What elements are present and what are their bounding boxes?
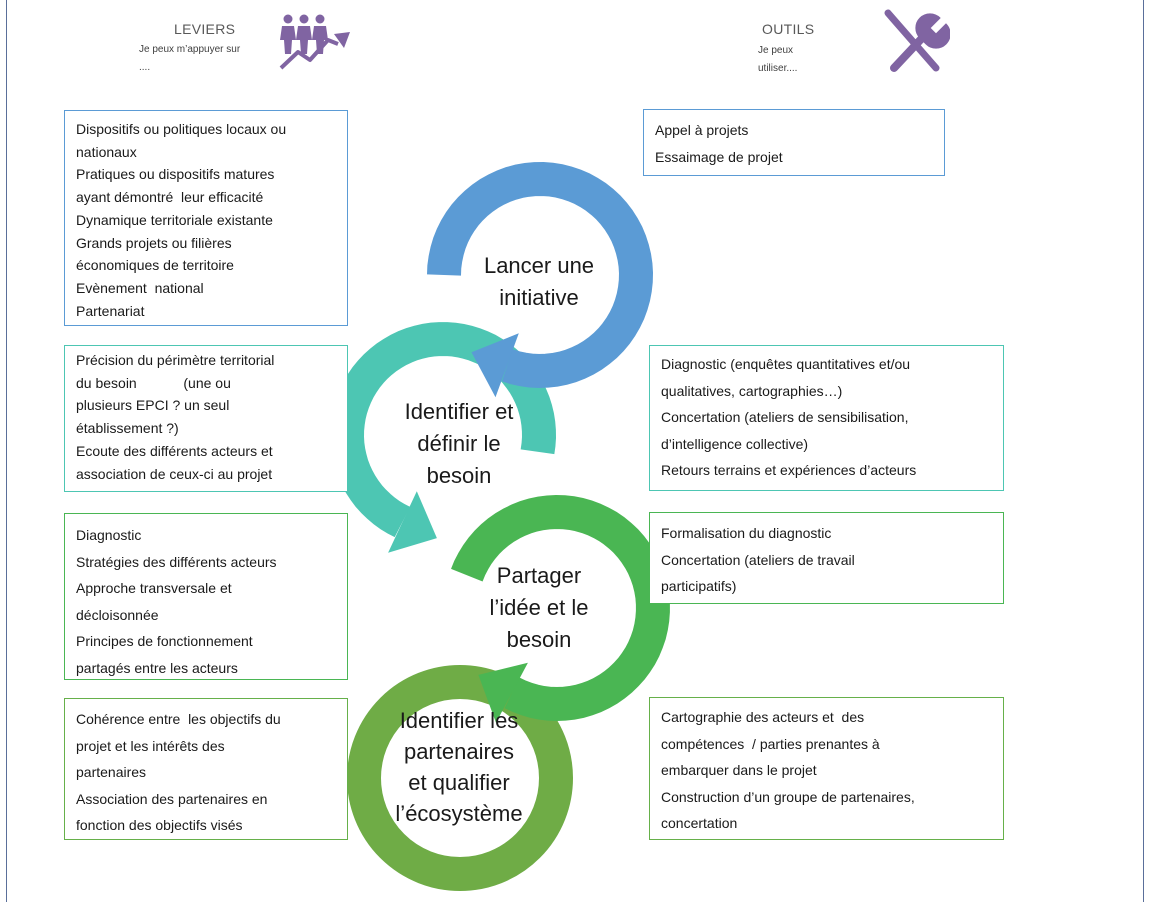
box-line: projet et les intérêts des (76, 737, 225, 754)
leviers-box-1: Dispositifs ou politiques locaux ou natio… (64, 110, 348, 326)
box-line: concertation (661, 815, 738, 831)
box-line: Concertation (ateliers de travail (661, 551, 855, 568)
arrow-ring-3-head (478, 662, 528, 723)
outils-subtitle-line2: utiliser.... (758, 63, 798, 74)
people-growth-icon (279, 14, 350, 70)
box-line: Construction d’un groupe de partenaires, (661, 788, 915, 805)
box-line: Principes de fonctionnement (76, 633, 253, 649)
box-line: participatifs) (661, 578, 737, 594)
box-line: nationaux (76, 143, 137, 160)
box-line: Evènement national (76, 279, 204, 296)
box-line: embarquer dans le projet (661, 762, 817, 778)
step-3-label: Partager l’idée et le besoin (489, 563, 589, 652)
step-2-label: Identifier et définir le besoin (404, 399, 514, 488)
arrow-ring-4 (347, 665, 573, 891)
box-line: Stratégies des différents acteurs (76, 553, 277, 570)
box-line: Ecoute des différents acteurs et (76, 442, 273, 459)
box-line: Dynamique territoriale existante (76, 211, 273, 228)
arrow-ring-2-head (388, 491, 437, 553)
box-line: fonction des objectifs visés (76, 817, 243, 833)
box-line: du besoin (une ou (76, 374, 231, 391)
box-line: économiques de territoire (76, 257, 234, 274)
box-line: plusieurs EPCI ? un seul (76, 397, 230, 414)
arrow-ring-1-head (471, 333, 519, 398)
box-line: Dispositifs ou politiques locaux ou (76, 121, 287, 137)
box-line: qualitatives, cartographies…) (661, 382, 843, 399)
box-line: Pratiques ou dispositifs matures (76, 166, 275, 183)
box-line: Précision du périmètre territorial (76, 352, 275, 368)
box-line: Cohérence entre les objectifs du (76, 711, 281, 727)
box-line: d’intelligence collective) (661, 435, 809, 452)
outils-subtitle-line1: Je peux (758, 45, 794, 56)
arrow-ring-1 (427, 161, 654, 389)
outils-title: OUTILS (762, 21, 815, 37)
tools-icon (884, 9, 950, 72)
step-4-label: Identifier les partenaires et qualifier … (395, 708, 523, 826)
box-line: Grands projets ou filières (76, 234, 232, 251)
box-line: ayant démontré leur efficacité (76, 189, 264, 206)
box-line: partenaires (76, 764, 147, 780)
box-line: Concertation (ateliers de sensibilisatio… (661, 409, 909, 425)
box-line: partagés entre les acteurs (76, 659, 238, 676)
leviers-box-4: Cohérence entre les objectifs du projet e… (64, 698, 348, 840)
leviers-subtitle-line2: .... (139, 62, 151, 73)
outils-box-2: Diagnostic (enquêtes quantitatives et/ou… (649, 345, 1004, 491)
leviers-title: LEVIERS (174, 21, 236, 37)
box-line: Appel à projets (655, 122, 749, 138)
box-line: Diagnostic (enquêtes quantitatives et/ou (661, 356, 911, 372)
box-line: Formalisation du diagnostic (661, 525, 832, 541)
outils-box-4: Cartographie des acteurs et des compétenc… (649, 697, 1004, 840)
leviers-box-2: Précision du périmètre territorial du bes… (64, 345, 348, 492)
box-line: Essaimage de projet (655, 149, 783, 165)
box-line: Diagnostic (76, 527, 142, 543)
box-line: association de ceux-ci au projet (76, 465, 273, 482)
box-line: décloisonnée (76, 606, 159, 623)
box-line: compétences / parties prenantes à (661, 735, 880, 752)
leviers-subtitle-line1: Je peux m’appuyer sur (139, 44, 241, 55)
arrow-ring-3 (451, 494, 670, 722)
box-line: Retours terrains et expériences d’acteur… (661, 462, 917, 478)
frame-left-border (6, 0, 7, 902)
frame-right-border (1143, 0, 1144, 902)
step-1-label: Lancer une initiative (483, 253, 595, 310)
box-line: Association des partenaires en (76, 790, 268, 807)
box-line: Approche transversale et (76, 580, 232, 596)
box-line: Partenariat (76, 302, 145, 319)
box-line: Cartographie des acteurs et des (661, 709, 865, 725)
box-line: établissement ?) (76, 420, 179, 437)
